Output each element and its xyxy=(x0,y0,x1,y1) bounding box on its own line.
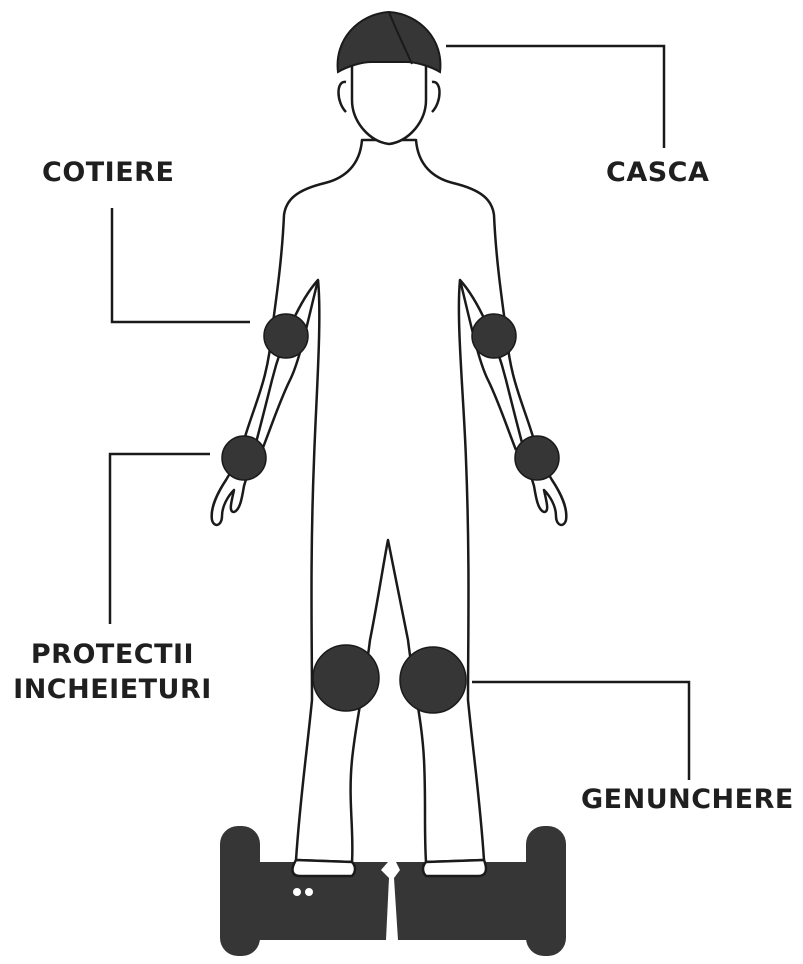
hoverboard-icon xyxy=(220,826,566,956)
wrist-guards-label: PROTECTII INCHEIETURI xyxy=(10,637,215,707)
left-elbow-pad xyxy=(264,314,308,358)
left-wrist-guard xyxy=(222,436,266,480)
elbow-pads-label-text: COTIERE xyxy=(42,157,174,188)
helmet-icon xyxy=(338,12,441,72)
left-foot xyxy=(293,860,355,876)
body-outline xyxy=(212,140,567,862)
knee-pads-label: GENUNCHERE xyxy=(581,782,794,817)
knee-pads-label-text: GENUNCHERE xyxy=(581,784,794,815)
helmet-leader-line xyxy=(446,46,664,148)
wrist-guards-label-line2: INCHEIETURI xyxy=(10,672,215,707)
elbow-pads-label: COTIERE xyxy=(42,155,174,190)
elbow-leader-line xyxy=(112,208,250,322)
right-foot xyxy=(423,860,486,876)
left-knee-pad xyxy=(313,645,379,711)
indicator-dot xyxy=(293,888,301,896)
right-elbow-pad xyxy=(472,314,516,358)
knee-leader-line xyxy=(472,682,689,780)
right-ear xyxy=(432,82,440,112)
helmet-label-text: CASCA xyxy=(606,157,709,188)
helmet-shell xyxy=(338,12,441,72)
wrist-guards-label-line1: PROTECTII xyxy=(10,637,215,672)
left-ear xyxy=(339,82,347,112)
right-knee-pad xyxy=(400,647,466,713)
wrist-leader-line xyxy=(110,454,210,624)
helmet-label: CASCA xyxy=(606,155,709,190)
right-wrist-guard xyxy=(515,436,559,480)
indicator-dot xyxy=(305,888,313,896)
